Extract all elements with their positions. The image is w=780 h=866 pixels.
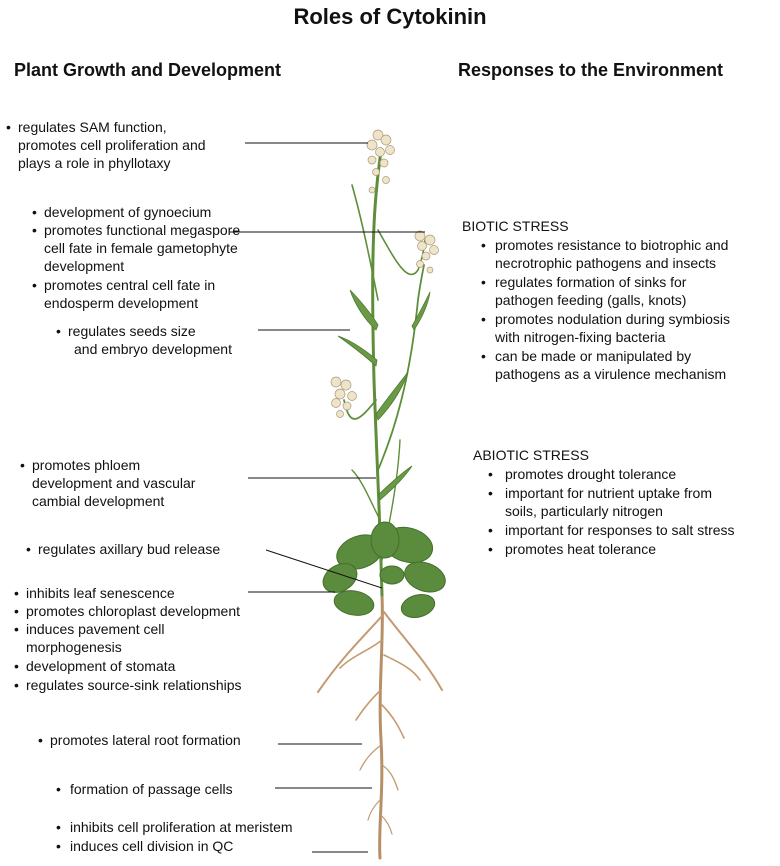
primary-root [378,594,384,860]
bullet-biotic-1: • [481,237,486,253]
bullet-biotic-4: • [481,348,486,364]
bullet-megaspore: • [32,222,37,238]
label-line: soils, particularly nitrogen [505,503,663,519]
bullet-chloroplast: • [14,603,19,619]
label-line: can be made or manipulated by [495,348,692,364]
label-line: development and vascular [32,475,196,491]
rosette [322,521,446,619]
biotic-item-3: promotes nodulation during symbiosis wit… [495,310,730,346]
label-line: promotes functional megaspore [44,222,241,238]
label-line: cell fate in female gametophyte [44,240,238,256]
label-chloroplast: promotes chloroplast development [26,603,241,619]
label-line: important for nutrient uptake from [505,485,712,501]
label-line: promotes heat tolerance [505,541,656,557]
label-line: endosperm development [44,295,199,311]
bullet-source-sink: • [14,677,19,693]
label-passage-cells: formation of passage cells [70,781,233,797]
bullet-sam: • [6,119,11,135]
bullet-abiotic-2: • [488,485,493,501]
label-line: pathogens as a virulence mechanism [495,366,727,382]
label-qc: induces cell division in QC [70,838,234,854]
bullet-stomata: • [14,658,19,674]
biotic-item-4: can be made or manipulated by pathogens … [495,347,726,383]
abiotic-item-2: important for nutrient uptake from soils… [505,484,712,520]
label-leaf-senescence: inhibits leaf senescence [26,585,175,601]
label-line: regulates SAM function, [18,119,167,135]
bullet-gynoecium: • [32,204,37,220]
label-stomata: development of stomata [26,658,176,674]
label-line: important for responses to salt stress [505,522,735,538]
label-line: cambial development [32,493,165,509]
label-pavement-cell: induces pavement cell morphogenesis [26,620,165,656]
bullet-biotic-3: • [481,311,486,327]
label-line: necrotrophic pathogens and insects [495,255,717,271]
bullet-biotic-2: • [481,274,486,290]
label-source-sink: regulates source-sink relationships [26,677,242,693]
bullet-axillary: • [26,541,31,557]
label-line: induces pavement cell [26,621,165,637]
label-line: development [44,258,125,274]
bullet-abiotic-3: • [488,522,493,538]
abiotic-item-3: important for responses to salt stress [505,521,735,539]
label-line: and embryo development [74,341,232,357]
label-line: with nitrogen-fixing bacteria [495,329,666,345]
label-line: plays a role in phyllotaxy [18,155,171,171]
left-column-heading: Plant Growth and Development [14,60,282,80]
label-seeds: regulates seeds size and embryo developm… [68,322,232,358]
bullet-lateral-root: • [38,732,43,748]
label-phloem: promotes phloem development and vascular… [32,456,195,510]
flower-clusters [330,129,439,418]
label-axillary-bud: regulates axillary bud release [38,541,221,557]
label-line: promotes central cell fate in [44,277,216,293]
bullet-seeds: • [56,323,61,339]
leader-lines [230,142,425,853]
bullet-phloem: • [20,457,25,473]
bullet-pavement: • [14,621,19,637]
label-line: regulates seeds size [68,323,196,339]
bullet-abiotic-4: • [488,541,493,557]
label-central-cell: promotes central cell fate in endosperm … [44,276,215,312]
label-line: promotes drought tolerance [505,466,677,482]
bullet-meristem: • [56,819,61,835]
bullet-central-cell: • [32,277,37,293]
label-gynoecium: development of gynoecium [44,204,212,220]
biotic-item-2: regulates formation of sinks for pathoge… [495,273,686,309]
label-lateral-root: promotes lateral root formation [50,732,241,748]
roots [317,594,443,860]
bullet-qc: • [56,838,61,854]
label-line: pathogen feeding (galls, knots) [495,292,687,308]
label-line: promotes nodulation during symbiosis [495,311,731,327]
diagram-title: Roles of Cytokinin [293,4,487,29]
cauline-leaves [337,289,431,501]
abiotic-stress-heading: ABIOTIC STRESS [473,447,589,463]
biotic-item-1: promotes resistance to biotrophic and ne… [495,236,728,272]
bullet-senescence: • [14,585,19,601]
label-line: promotes resistance to biotrophic and [495,237,729,253]
label-line: morphogenesis [26,639,122,655]
right-column-heading: Responses to the Environment [458,60,724,80]
label-line: regulates formation of sinks for [495,274,687,290]
label-line: promotes cell proliferation and [18,137,206,153]
abiotic-item-1: promotes drought tolerance [505,465,676,483]
bullet-abiotic-1: • [488,466,493,482]
label-sam-function: regulates SAM function, promotes cell pr… [18,118,206,172]
abiotic-item-4: promotes heat tolerance [505,540,656,558]
biotic-stress-heading: BIOTIC STRESS [462,218,569,234]
label-line: promotes phloem [32,457,141,473]
label-meristem: inhibits cell proliferation at meristem [70,819,293,835]
bullet-passage-cells: • [56,781,61,797]
label-megaspore: promotes functional megaspore cell fate … [44,221,240,275]
